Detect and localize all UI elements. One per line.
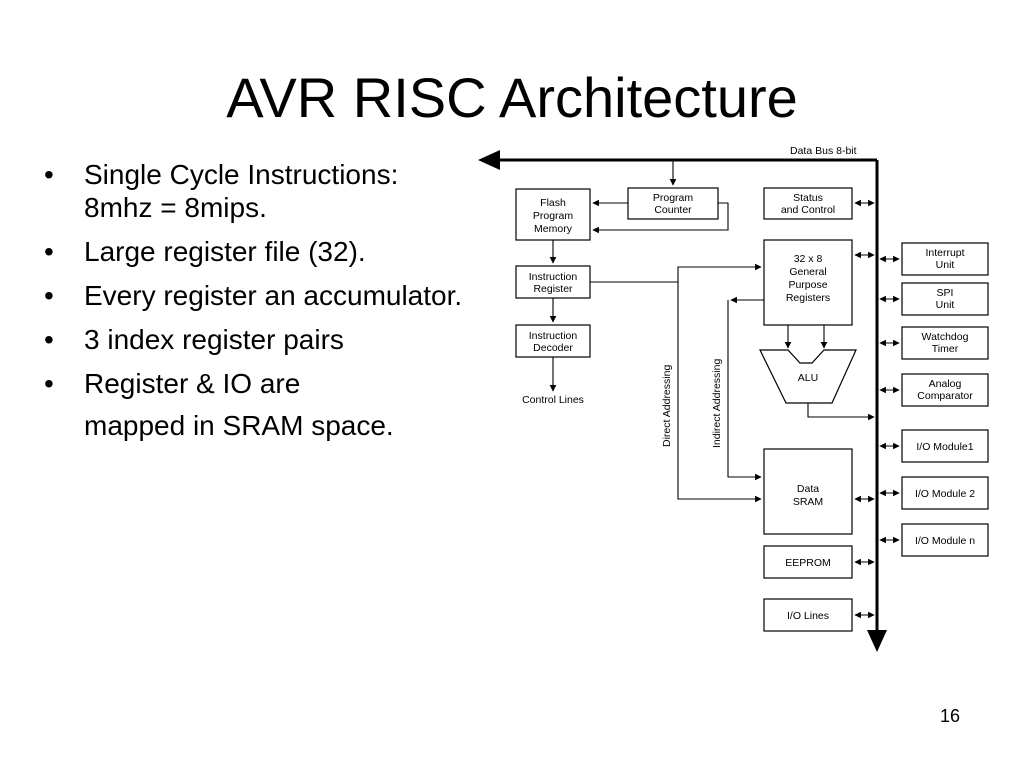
instr-register-line-2: Register [533,283,573,295]
bullet-item: Single Cycle Instructions: 8mhz = 8mips. [40,158,465,224]
gpr-line-2: General [789,266,826,278]
io-module-2-block: I/O Module 2 [901,476,989,510]
interrupt-line-2: Unit [936,259,955,271]
comparator-line-1: Analog [929,378,962,390]
control-lines-label: Control Lines [522,394,584,406]
status-control-line-1: Status [793,192,823,204]
bullet-item: Every register an accumulator. [40,279,465,312]
eeprom-block: EEPROM [763,545,853,579]
general-purpose-registers-block: 32 x 8 General Purpose Registers [763,239,853,326]
gpr-line-3: Purpose [788,279,827,291]
io-module-1-block: I/O Module1 [901,429,989,463]
flash-label-line-1: Flash [540,197,566,209]
spi-line-2: Unit [936,299,955,311]
io-lines-block: I/O Lines [763,598,853,632]
io-module-n-block: I/O Module n [901,523,989,557]
bullet-item: Register & IO are [40,367,465,400]
io-module-2-label: I/O Module 2 [915,488,975,500]
io-module-1-label: I/O Module1 [916,441,973,453]
instr-register-line-1: Instruction [529,271,578,283]
io-module-n-label: I/O Module n [915,535,975,547]
bullet-list: Single Cycle Instructions: 8mhz = 8mips.… [40,158,465,453]
comparator-line-2: Comparator [917,390,973,402]
indirect-addressing-label: Indirect Addressing [711,359,723,448]
spi-unit-block: SPI Unit [901,282,989,316]
bullet-item: Large register file (32). [40,235,465,268]
status-control-line-2: and Control [781,204,835,216]
flash-program-memory-block: Flash Program Memory [515,188,591,241]
direct-addressing-label: Direct Addressing [661,365,673,447]
eeprom-label: EEPROM [785,557,831,569]
bullet-item: 3 index register pairs [40,323,465,356]
alu-label: ALU [798,372,818,384]
interrupt-unit-block: Interrupt Unit [901,242,989,276]
bullet-text: Large register file (32). [84,236,366,267]
data-bus-label: Data Bus 8-bit [790,145,857,157]
page-number: 16 [939,706,961,726]
program-counter-line-1: Program [653,192,694,204]
data-sram-block: Data SRAM [763,448,853,535]
program-counter-line-2: Counter [654,204,692,216]
slide-title: AVR RISC Architecture [226,66,798,129]
status-control-block: Status and Control [763,187,853,220]
bullet-text: mapped in SRAM space. [84,410,394,441]
watchdog-line-2: Timer [932,343,959,355]
diagram-connections [549,160,900,619]
data-bus: Data Bus 8-bit [478,145,887,652]
avr-block-diagram: Data Bus 8-bit Flash Program Memory Prog… [478,145,989,652]
bullet-text: Register & IO are [84,368,301,399]
watchdog-line-1: Watchdog [922,331,969,343]
flash-label-line-3: Memory [534,223,573,235]
alu-block: ALU [759,349,857,404]
bullet-text: 3 index register pairs [84,324,344,355]
interrupt-line-1: Interrupt [925,247,964,259]
instruction-register-block: Instruction Register [515,265,591,299]
sram-line-1: Data [797,483,819,495]
flash-label-line-2: Program [533,210,574,222]
bullet-text: Every register an accumulator. [84,280,463,311]
gpr-line-1: 32 x 8 [794,253,823,265]
sram-line-2: SRAM [793,496,823,508]
analog-comparator-block: Analog Comparator [901,373,989,407]
bullet-text: Single Cycle Instructions: 8mhz = 8mips. [84,159,399,223]
program-counter-block: Program Counter [627,187,719,220]
spi-line-1: SPI [937,287,954,299]
watchdog-timer-block: Watchdog Timer [901,326,989,360]
instr-decoder-line-1: Instruction [529,330,578,342]
instruction-decoder-block: Instruction Decoder [515,324,591,358]
instr-decoder-line-2: Decoder [533,342,573,354]
io-lines-label: I/O Lines [787,610,829,622]
bullet-item-continuation: mapped in SRAM space. [40,409,465,442]
gpr-line-4: Registers [786,292,830,304]
